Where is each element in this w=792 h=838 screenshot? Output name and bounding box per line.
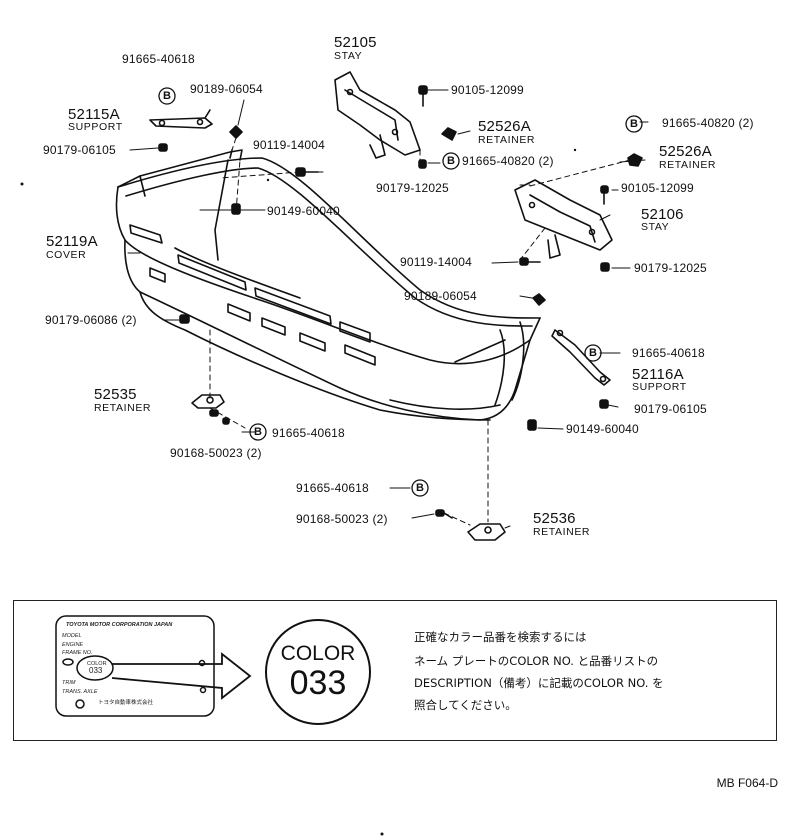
part-number-label: 52526A <box>478 118 531 135</box>
part-number-label: 90179-06105 <box>634 402 707 416</box>
support-52115A <box>149 109 213 129</box>
plate-color-code: 033 <box>89 666 103 675</box>
bolt-symbol-letter: B <box>630 118 639 130</box>
part-number-label: 90189-06054 <box>190 82 263 96</box>
part-number-label: 90179-12025 <box>376 181 449 195</box>
part-number-label: 91665-40820 (2) <box>662 116 754 130</box>
plate-maker-text: TOYOTA MOTOR CORPORATION JAPAN <box>66 622 173 628</box>
color-note-line-2: ネーム プレートのCOLOR NO. と品番リストの <box>414 654 659 668</box>
part-name-label: SUPPORT <box>68 121 123 133</box>
plate-color-word: COLOR <box>87 661 107 667</box>
stay-52106 <box>514 179 613 259</box>
part-number-label: 90119-14004 <box>400 255 473 269</box>
part-name-label: RETAINER <box>659 159 717 171</box>
part-number-label: 90149-60040 <box>566 422 639 436</box>
part-number-label: 52535 <box>94 386 137 403</box>
color-note-line-4: 照合してください。 <box>414 698 517 712</box>
part-name-label: STAY <box>334 50 363 62</box>
part-number-label: 90168-50023 (2) <box>170 446 262 460</box>
part-number-label: 52119A <box>46 233 98 250</box>
color-word: COLOR <box>280 642 356 665</box>
plate-trim-text: TRIM <box>62 680 76 686</box>
support-52116A <box>551 329 611 386</box>
leader-lines <box>127 89 649 529</box>
diagram-code: MB F064-D <box>716 776 778 790</box>
part-number-label: 90179-12025 <box>634 261 707 275</box>
bolt-symbol-letter: B <box>416 482 425 494</box>
part-number-label: 91665-40618 <box>296 481 369 495</box>
part-number-label: 90105-12099 <box>451 83 524 97</box>
assembly-dash-lines <box>209 137 631 526</box>
retainer-52536 <box>467 523 506 541</box>
color-code: 033 <box>289 664 347 702</box>
stray-dots <box>20 148 577 836</box>
part-name-label: RETAINER <box>94 402 152 414</box>
part-number-label: 91665-40618 <box>272 426 345 440</box>
part-number-label: 90179-06105 <box>43 143 116 157</box>
color-note-line-3: DESCRIPTION（備考）に記載のCOLOR NO. を <box>414 676 664 690</box>
part-number-label: 91665-40618 <box>122 52 195 66</box>
plate-trans-text: TRANS. AXLE <box>62 689 98 695</box>
plate-engine-text: ENGINE <box>62 642 84 648</box>
part-number-label: 52526A <box>659 143 712 160</box>
bolt-symbol-letter: B <box>163 90 172 102</box>
part-number-label: 90105-12099 <box>621 181 694 195</box>
color-note-box <box>13 600 777 741</box>
color-note-line-1: 正確なカラー品番を検索するには <box>414 630 587 644</box>
part-number-label: 52116A <box>632 366 684 383</box>
part-name-label: SUPPORT <box>632 381 687 393</box>
bumper-cover <box>115 149 541 421</box>
part-number-label: 52105 <box>334 34 377 51</box>
bolt-symbol-letter: B <box>447 155 456 167</box>
part-number-label: 91665-40618 <box>632 346 705 360</box>
part-number-label: 90149-60040 <box>267 204 340 218</box>
plate-frame-text: FRAME NO. <box>62 650 93 656</box>
bolt-symbol-letter: B <box>589 347 598 359</box>
bolt-symbol-letter: B <box>254 426 263 438</box>
bolt-symbols <box>158 87 643 497</box>
part-number-label: 90189-06054 <box>404 289 477 303</box>
part-number-label: 90168-50023 (2) <box>296 512 388 526</box>
part-name-label: RETAINER <box>533 526 591 538</box>
part-name-label: COVER <box>46 249 87 261</box>
part-number-label: 52106 <box>641 206 684 223</box>
plate-footer-text: トヨタ自動車株式会社 <box>98 700 154 706</box>
part-number-label: 90119-14004 <box>253 138 326 152</box>
part-number-label: 90179-06086 (2) <box>45 313 137 327</box>
part-name-label: RETAINER <box>478 134 536 146</box>
part-number-label: 91665-40820 (2) <box>462 154 554 168</box>
plate-model-text: MODEL <box>62 633 82 639</box>
part-number-label: 52115A <box>68 106 120 123</box>
part-number-label: 52536 <box>533 510 576 527</box>
part-name-label: STAY <box>641 221 670 233</box>
